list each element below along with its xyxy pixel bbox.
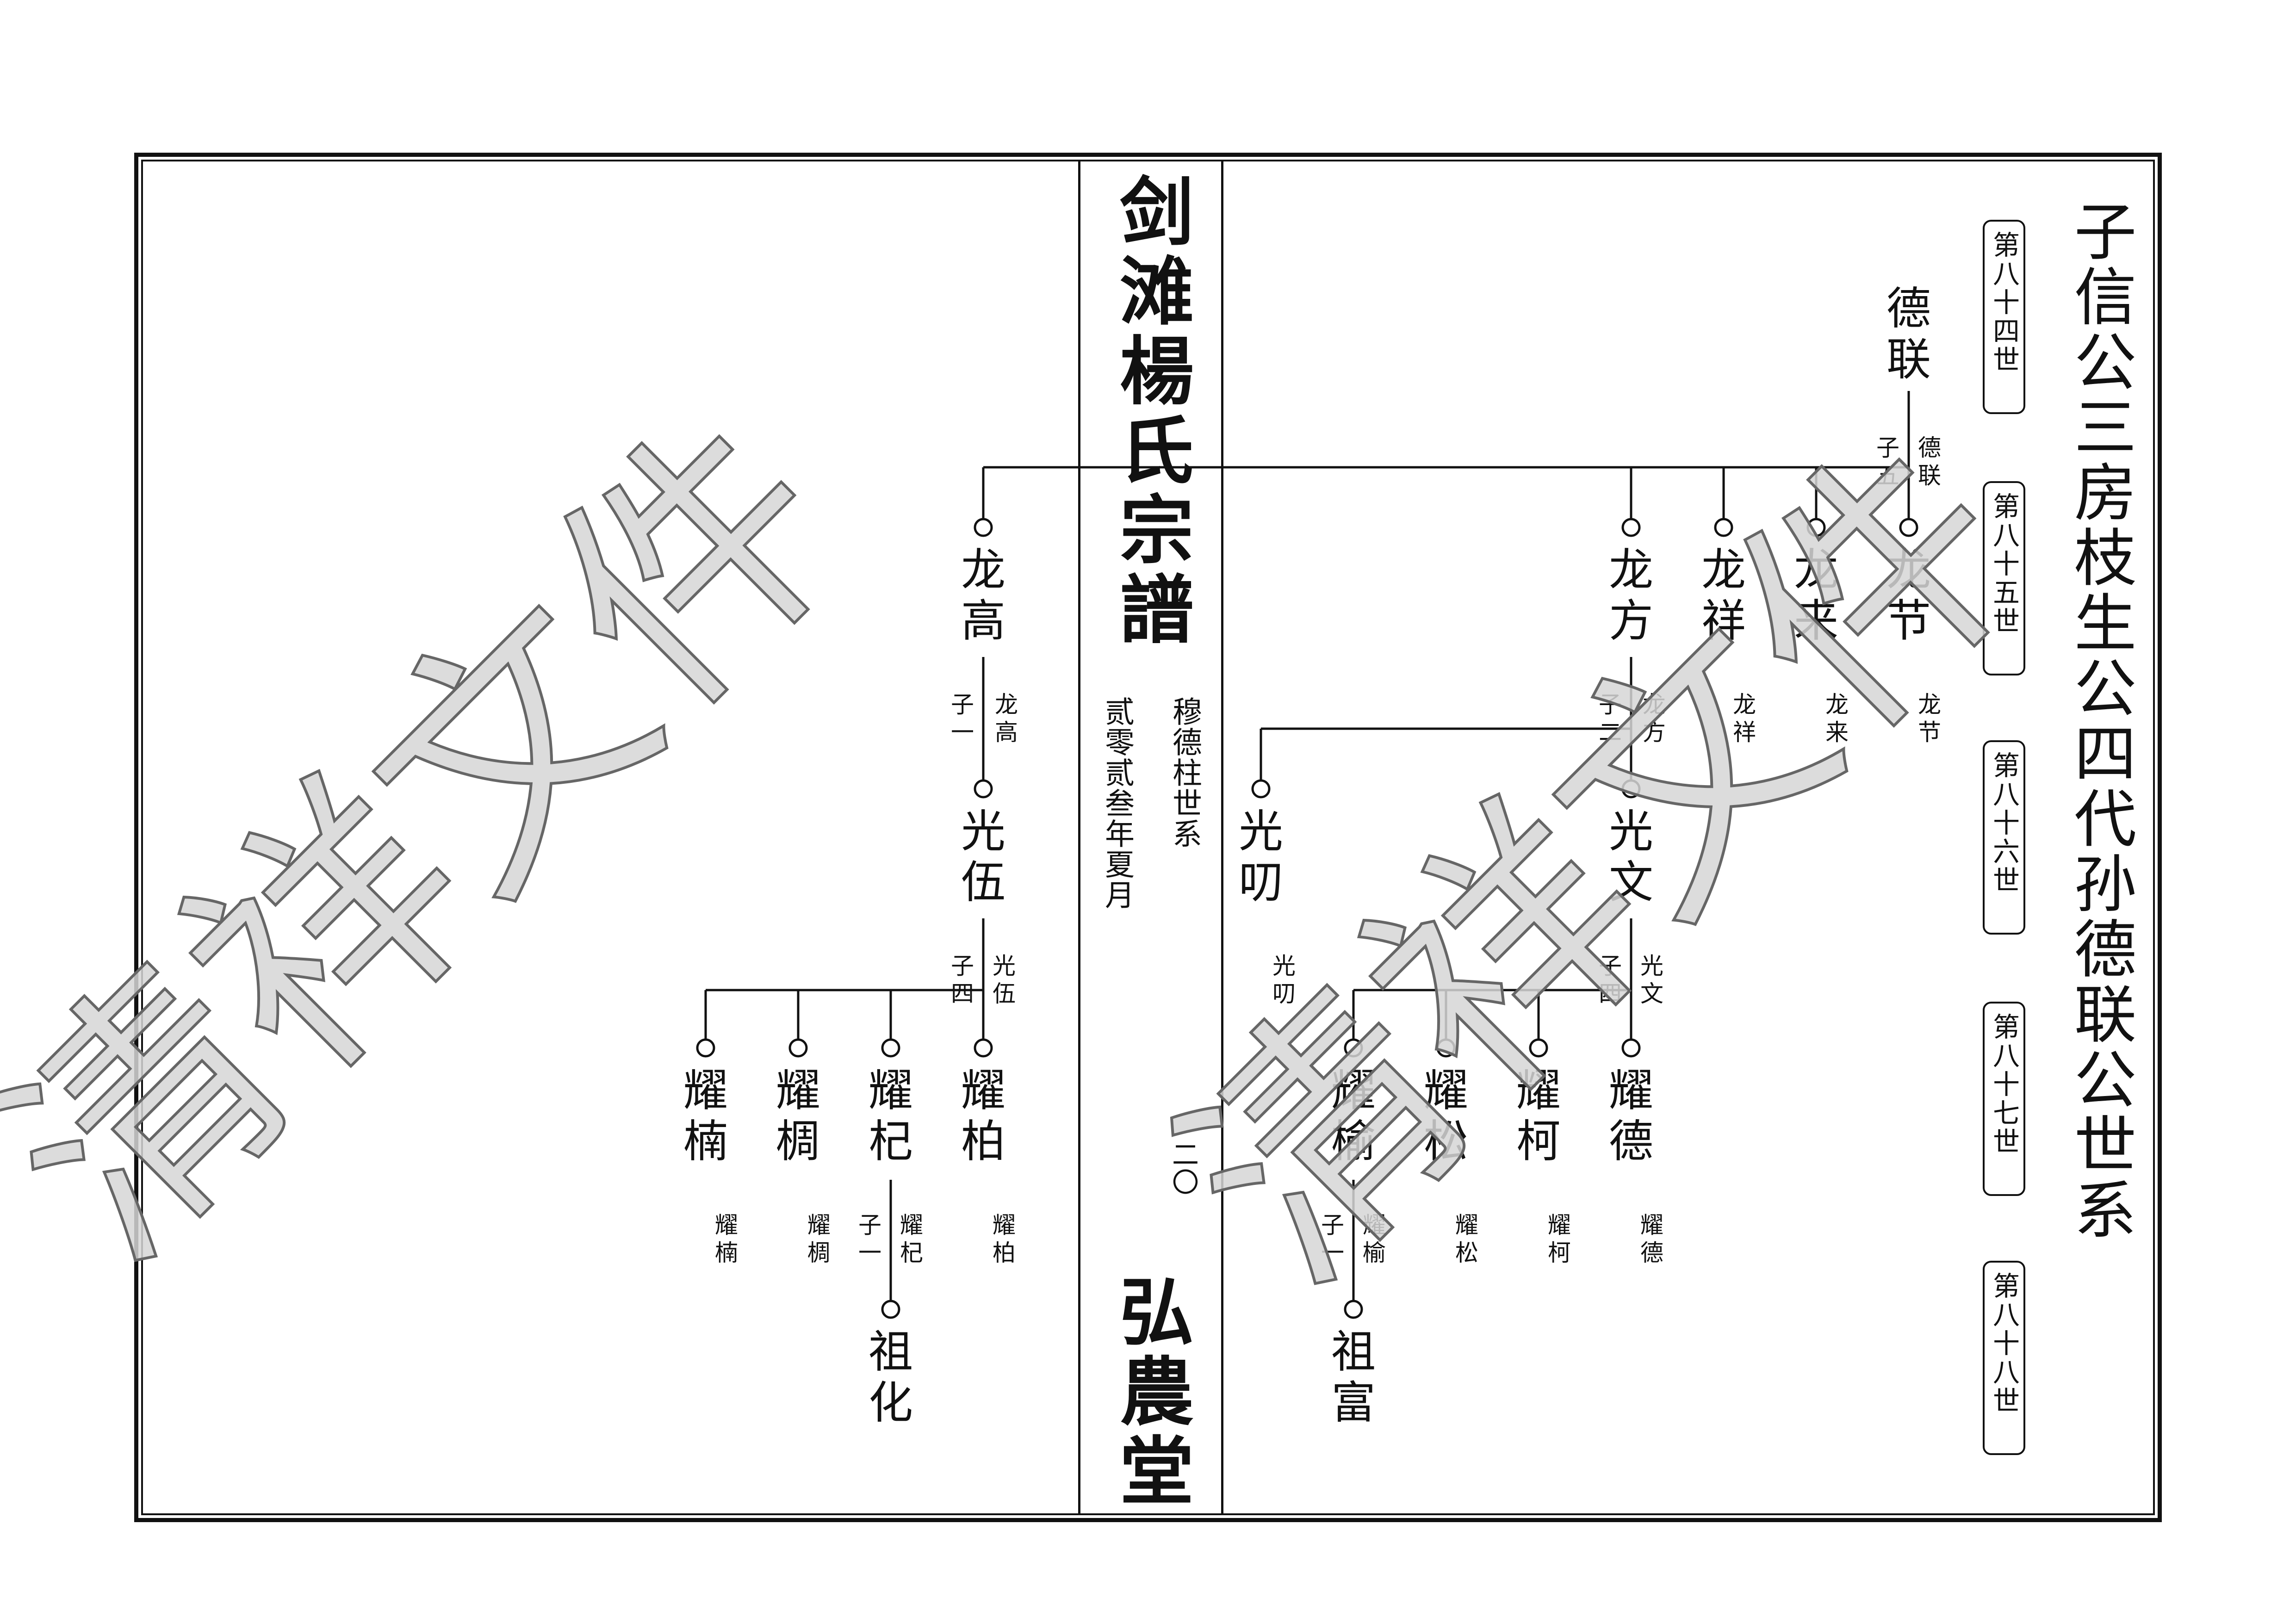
member-name: 祖富: [1331, 1326, 1376, 1429]
member-name: 耀柯: [1516, 1065, 1561, 1167]
parent-ref: 耀杞: [900, 1212, 923, 1266]
parent-ref: 光叨: [1272, 953, 1296, 1007]
member-name: 龙来: [1794, 544, 1838, 647]
node-circle: [1344, 1038, 1363, 1058]
node-circle: [1621, 518, 1641, 537]
watermark-text: 清祥文件: [0, 366, 896, 1312]
parent-ref: 光文: [1640, 953, 1663, 1007]
node-circle: [974, 518, 993, 537]
date-line: 贰零贰叁年夏月: [1100, 696, 1134, 910]
parent-ref: 龙方: [1643, 691, 1666, 746]
member-name: 耀楠: [683, 1065, 728, 1167]
member-name: 光文: [1609, 805, 1653, 908]
member-name: 光伍: [961, 805, 1005, 908]
page-number: 二〇: [1167, 1140, 1199, 1196]
parent-ref: 龙来: [1825, 691, 1849, 746]
member-name-deli: 德联: [1886, 283, 1931, 385]
member-name: 耀榆: [1331, 1065, 1376, 1167]
parent-ref: 耀楠: [715, 1212, 738, 1266]
member-name: 耀柏: [961, 1065, 1005, 1167]
member-name: 祖化: [869, 1326, 913, 1429]
node-circle: [788, 1038, 808, 1058]
parent-ref: 耀榆: [1363, 1212, 1386, 1266]
node-circle: [1529, 1038, 1548, 1058]
parent-ref: 龙高: [995, 691, 1018, 746]
spine-title: 剑滩楊氏宗譜: [1107, 173, 1194, 650]
node-circle: [1436, 1038, 1456, 1058]
parent-ref-root: 德联: [1918, 434, 1941, 489]
generation-label-88: 第八十八世: [1983, 1261, 2025, 1455]
son-count: 子一: [951, 691, 974, 746]
member-name: 耀德: [1609, 1065, 1653, 1167]
watermark-text: 清祥文件: [1129, 389, 2076, 1335]
node-circle: [881, 1038, 900, 1058]
parent-ref: 龙祥: [1733, 691, 1756, 746]
inner-frame: [141, 160, 2155, 1515]
generation-label-84: 第八十四世: [1983, 220, 2025, 414]
son-count: 子四: [951, 953, 974, 1007]
member-name: 光叨: [1239, 805, 1283, 908]
generation-label-86: 第八十六世: [1983, 740, 2025, 935]
node-circle: [1344, 1300, 1363, 1319]
member-name: 龙高: [961, 544, 1005, 647]
outer-frame: [134, 153, 2162, 1522]
parent-ref: 耀柏: [993, 1212, 1016, 1266]
node-circle: [1806, 518, 1826, 537]
node-circle: [1714, 518, 1733, 537]
hall-name: 弘農堂: [1107, 1273, 1194, 1512]
parent-ref: 光伍: [993, 953, 1016, 1007]
node-circle: [1621, 1038, 1641, 1058]
son-count: 子四: [1599, 953, 1622, 1007]
node-circle: [1251, 779, 1271, 799]
page-title: 子信公三房枝生公四代孙德联公世系: [2063, 199, 2136, 1243]
son-count: 子一: [858, 1212, 881, 1266]
parent-ref: 耀椆: [807, 1212, 831, 1266]
parent-ref: 耀柯: [1548, 1212, 1571, 1266]
member-name: 耀椆: [776, 1065, 820, 1167]
son-count: 子一: [1321, 1212, 1344, 1266]
parent-ref: 耀松: [1455, 1212, 1478, 1266]
book-spine: [1078, 160, 1223, 1515]
node-circle: [1621, 779, 1641, 799]
member-name: 龙祥: [1701, 544, 1746, 647]
node-circle: [1899, 518, 1918, 537]
parent-ref: 耀德: [1640, 1212, 1663, 1266]
node-circle: [974, 779, 993, 799]
node-circle: [696, 1038, 715, 1058]
generation-label-87: 第八十七世: [1983, 1002, 2025, 1196]
member-name: 龙方: [1609, 544, 1653, 647]
lineage-line: 穆德柱世系: [1167, 696, 1202, 849]
member-name: 耀杞: [869, 1065, 913, 1167]
member-name: 耀松: [1424, 1065, 1468, 1167]
node-circle: [974, 1038, 993, 1058]
node-circle: [881, 1300, 900, 1319]
parent-ref: 龙节: [1918, 691, 1941, 746]
generation-label-85: 第八十五世: [1983, 481, 2025, 675]
son-count: 子二: [1599, 691, 1622, 746]
member-name: 龙节: [1886, 544, 1931, 647]
